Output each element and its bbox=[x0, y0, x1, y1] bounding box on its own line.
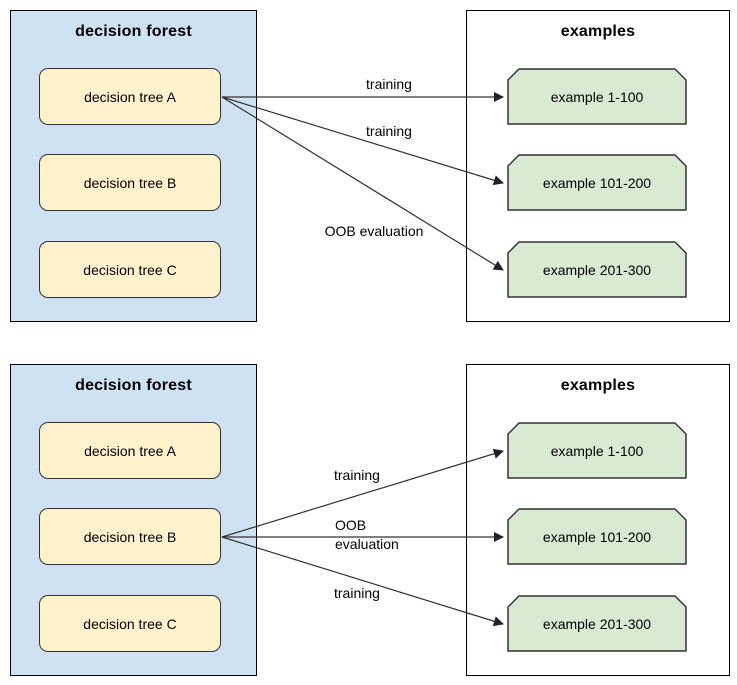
plaque-shape bbox=[507, 422, 687, 479]
example-node-1: example 1-100 bbox=[507, 68, 687, 125]
tree-node-a: decision tree A bbox=[39, 68, 221, 125]
example-node-label: example 201-300 bbox=[542, 261, 652, 278]
example-node-2: example 101-200 bbox=[507, 508, 687, 565]
plaque-shape bbox=[507, 595, 687, 652]
arrow-label-training: training bbox=[366, 76, 412, 92]
arrow-training-a-2 bbox=[221, 96, 504, 186]
example-node-3: example 201-300 bbox=[507, 241, 687, 298]
tree-node-b: decision tree B bbox=[39, 154, 221, 211]
tree-node-label: decision tree A bbox=[84, 442, 176, 459]
examples-title: examples bbox=[560, 23, 636, 40]
forest-container-top: decision forest decision tree A decision… bbox=[10, 10, 257, 322]
examples-title: examples bbox=[560, 377, 636, 394]
example-node-label: example 1-100 bbox=[550, 88, 644, 105]
arrow-label-training: training bbox=[366, 123, 412, 139]
example-node-3: example 201-300 bbox=[507, 595, 687, 652]
example-node-1: example 1-100 bbox=[507, 422, 687, 479]
plaque-shape bbox=[507, 508, 687, 565]
arrow-label-oob-evaluation: OOB evaluation bbox=[335, 517, 399, 552]
tree-node-a: decision tree A bbox=[39, 422, 221, 479]
tree-node-label: decision tree C bbox=[83, 261, 177, 278]
tree-node-label: decision tree B bbox=[83, 528, 177, 545]
tree-node-label: decision tree B bbox=[83, 174, 177, 191]
example-node-label: example 201-300 bbox=[542, 615, 652, 632]
tree-node-label: decision tree A bbox=[84, 88, 176, 105]
tree-node-label: decision tree C bbox=[83, 615, 177, 632]
tree-node-b: decision tree B bbox=[39, 508, 221, 565]
example-node-label: example 101-200 bbox=[542, 528, 652, 545]
forest-title: decision forest bbox=[75, 377, 192, 394]
arrow-label-training: training bbox=[334, 467, 380, 483]
example-node-2: example 101-200 bbox=[507, 154, 687, 211]
plaque-shape bbox=[507, 68, 687, 125]
forest-title: decision forest bbox=[75, 23, 192, 40]
examples-container-bottom: examples example 1-100 example 101-200 e… bbox=[466, 364, 730, 676]
arrow-oob-a-3 bbox=[221, 96, 504, 271]
plaque-shape bbox=[507, 241, 687, 298]
tree-node-c: decision tree C bbox=[39, 595, 221, 652]
plaque-shape bbox=[507, 154, 687, 211]
examples-container-top: examples example 1-100 example 101-200 e… bbox=[466, 10, 730, 322]
example-node-label: example 101-200 bbox=[542, 174, 652, 191]
arrow-label-training: training bbox=[334, 585, 380, 601]
tree-node-c: decision tree C bbox=[39, 241, 221, 298]
forest-container-bottom: decision forest decision tree A decision… bbox=[10, 364, 257, 676]
example-node-label: example 1-100 bbox=[550, 442, 644, 459]
arrow-label-oob-evaluation: OOB evaluation bbox=[324, 223, 424, 239]
